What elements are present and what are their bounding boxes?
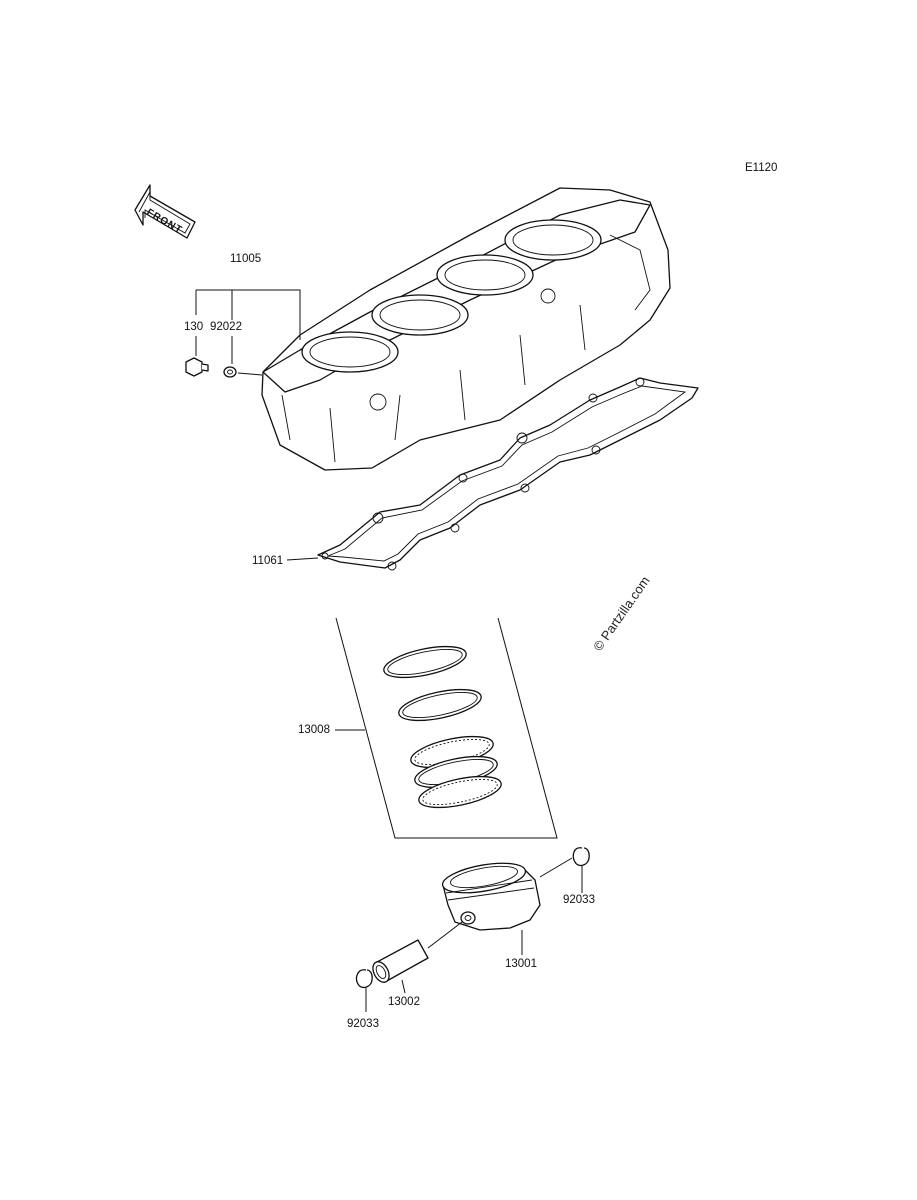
callout-130: 130 <box>184 321 203 333</box>
callout-92022: 92022 <box>210 321 242 333</box>
cylinder-block <box>261 187 671 471</box>
front-arrow-icon: FRONT <box>134 184 196 239</box>
callout-13002: 13002 <box>388 996 420 1008</box>
piston-pin-part <box>372 939 429 983</box>
watermark: © Partzilla.com <box>590 573 653 653</box>
callout-11061: 11061 <box>252 555 283 567</box>
callout-13001: 13001 <box>505 958 537 970</box>
callout-13008: 13008 <box>298 724 330 736</box>
cylinder-gasket <box>317 377 699 571</box>
callout-92033-left: 92033 <box>347 1018 379 1030</box>
piston-rings <box>383 645 502 809</box>
circlip-left-part <box>355 969 373 989</box>
washer-part <box>223 366 237 378</box>
callout-11005: 11005 <box>230 253 261 265</box>
circlip-right-part <box>572 847 590 867</box>
ring-set-bracket <box>335 617 558 839</box>
diagram-code: E1120 <box>745 162 777 174</box>
callout-92033-right: 92033 <box>563 894 595 906</box>
callout-11005-bracket <box>196 289 301 340</box>
bolt-part <box>185 357 209 377</box>
piston-part <box>441 862 541 931</box>
